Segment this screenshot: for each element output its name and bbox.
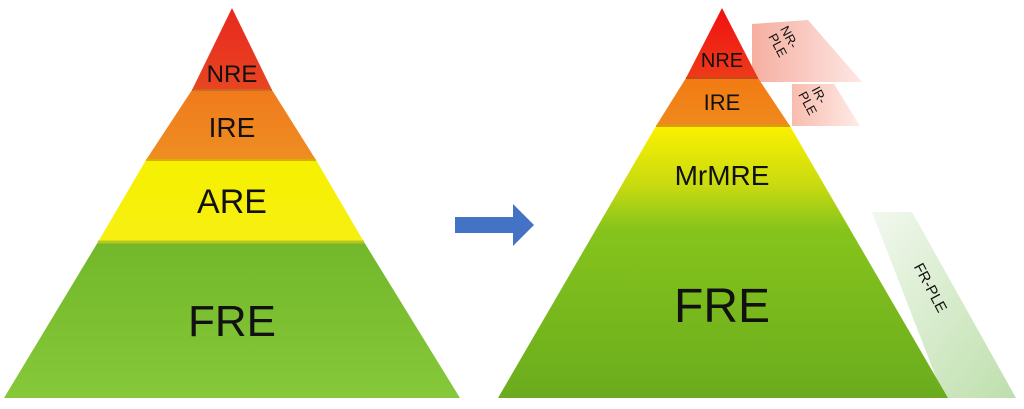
left-label-are: ARE [197,183,267,221]
right-label-nre: NRE [701,50,743,72]
left-label-ire: IRE [209,112,256,143]
left-label-nre: NRE [207,61,258,88]
right-label-fre: FRE [674,280,770,333]
right-layer-mrmre-fre [498,126,948,398]
left-layer-ire [146,90,316,160]
left-layer-fre [4,242,460,398]
right-label-ire: IRE [704,90,741,115]
left-pyramid: NRE IRE ARE FRE [4,8,460,398]
left-layer-nre [192,8,272,90]
right-band-nr-ple [752,20,862,82]
right-layer-ire [656,78,790,126]
right-layer-nre [686,8,758,78]
left-label-fre: FRE [188,297,276,346]
left-layer-are [98,160,364,242]
right-band-ir-ple [792,84,860,126]
transition-arrow-icon [455,204,534,246]
right-pyramid: NRE IRE MrMRE FRE NR- PLE IR- PLE FR-PLE [498,8,1016,398]
right-label-mrmre: MrMRE [675,160,770,191]
right-band-fr-ple [872,212,1016,398]
